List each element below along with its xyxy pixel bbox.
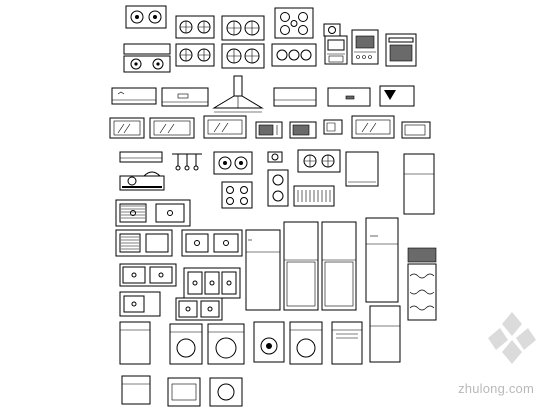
watermark-logo — [488, 312, 536, 364]
cooktop-2burner-e — [175, 43, 215, 67]
microwave-f — [323, 119, 343, 135]
dryer-c — [209, 377, 243, 407]
sink-double-d — [119, 263, 177, 287]
cooktop-3burner — [271, 43, 317, 67]
microwave-b — [149, 117, 195, 139]
cooktop-2burner-h — [297, 149, 341, 173]
watermark-text: zhulong.com — [458, 381, 534, 396]
range-hood-b — [161, 87, 209, 107]
microwave-c — [203, 115, 247, 139]
range-hood-a — [111, 87, 157, 105]
washer-front-a — [169, 323, 203, 365]
cooktop-2burner-f — [221, 43, 265, 69]
range-hood-d — [327, 87, 371, 107]
cabinet-box — [345, 151, 379, 187]
sink-triple — [183, 267, 241, 299]
wok-stove — [119, 171, 165, 191]
sink-double-b — [115, 229, 173, 257]
range-hood-e — [379, 85, 415, 107]
cooktop-2burner-g — [213, 151, 253, 175]
microwave-a — [109, 117, 145, 139]
refrigerator-tall-a — [403, 153, 435, 215]
range-hood-chimney — [212, 75, 264, 113]
washer-front-c — [253, 321, 285, 363]
refrigerator-d — [365, 217, 399, 303]
wall-oven-b — [351, 29, 379, 65]
cooktop-4burner-a — [274, 7, 314, 39]
cooktop-2burner-b — [175, 15, 215, 39]
cooktop-4burner-b — [221, 181, 253, 209]
dryer-b — [167, 377, 201, 407]
range-hood-c — [273, 87, 317, 107]
range-hood-slim — [119, 151, 163, 163]
microwave-e — [289, 121, 317, 139]
wall-oven-c — [385, 33, 417, 67]
cooktop-2burner-c — [221, 15, 265, 41]
microwave-g — [351, 115, 395, 139]
microwave-d — [255, 121, 283, 139]
cooktop-vertical — [267, 169, 289, 207]
cooktop-small — [323, 23, 341, 37]
cooktop-2burner-a — [125, 5, 167, 29]
dishwasher-a — [119, 321, 151, 365]
dishwasher-b — [331, 321, 363, 365]
washer-front-b — [207, 323, 245, 365]
sink-double-e — [175, 297, 223, 321]
refrigerator-c — [321, 221, 357, 311]
wall-oven-a — [324, 35, 348, 65]
washer-front-d — [289, 321, 323, 365]
cooktop-2burner-d — [123, 43, 171, 73]
refrigerator-pattern — [407, 247, 437, 321]
microwave-h — [401, 121, 431, 139]
sink-double-c — [181, 229, 243, 257]
refrigerator-b — [283, 221, 319, 311]
dryer-a — [121, 375, 151, 405]
refrigerator-a — [245, 229, 281, 311]
utensil-rail — [172, 153, 202, 171]
refrigerator-e — [369, 305, 401, 363]
cooktop-small-b — [267, 151, 283, 163]
sink-single-a — [119, 291, 161, 317]
sink-double-a — [115, 199, 191, 227]
oven-grill-rack — [293, 185, 335, 207]
